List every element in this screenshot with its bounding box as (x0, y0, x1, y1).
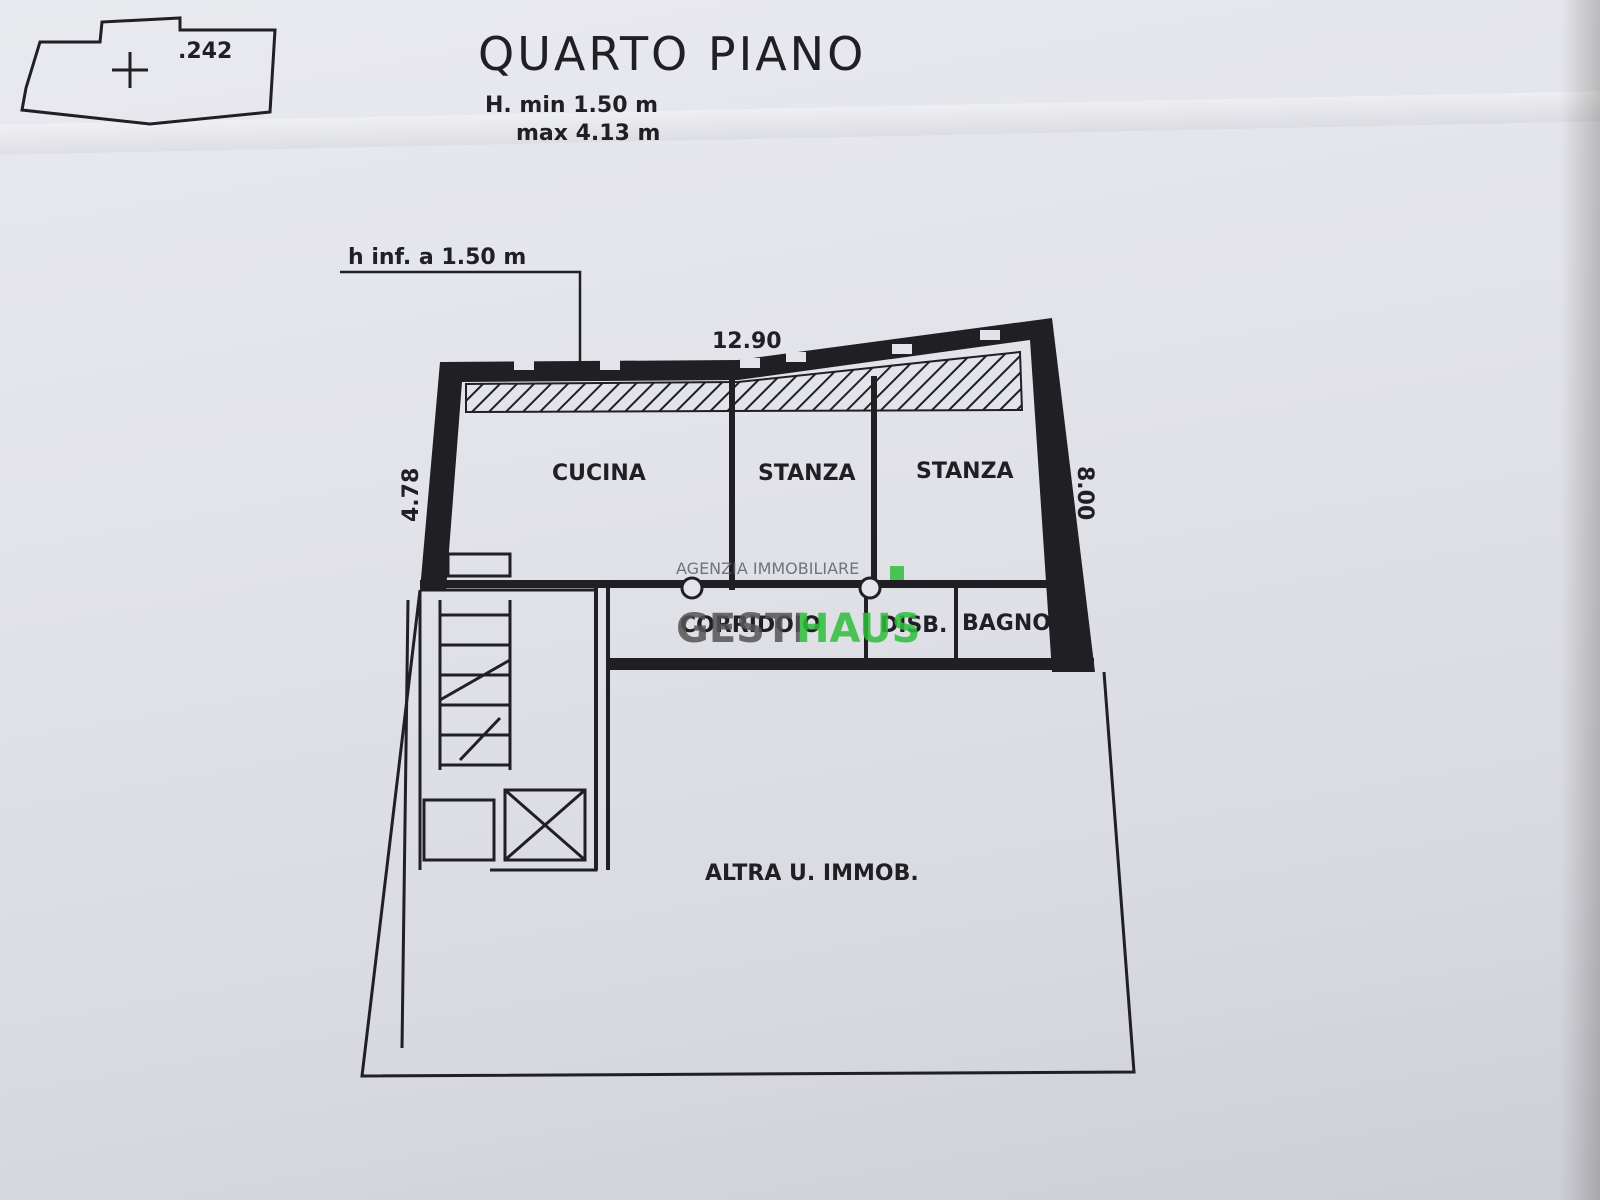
height-min: H. min 1.50 m (485, 93, 658, 118)
room-label-room-2: STANZA (916, 459, 1014, 484)
staircase (418, 552, 598, 872)
watermark-brand-gray: GESTI (676, 606, 807, 652)
agency-watermark: AGENZIA IMMOBILIARE GESTI HAUS (676, 559, 921, 652)
room-label-hall: DISB. (880, 613, 947, 638)
dimension-right-height: 8.00 (1072, 466, 1097, 520)
paper-edge-shadow (1560, 0, 1600, 1200)
key-plan: .242 (20, 16, 277, 126)
leader-line (340, 270, 582, 362)
dimension-left-height: 4.78 (399, 468, 424, 522)
room-label-corridor: CORRIDOIO (680, 613, 821, 638)
room-label-other-unit: ALTRA U. IMMOB. (705, 861, 919, 886)
other-unit-boundary (360, 589, 1136, 1078)
watermark-agency-line: AGENZIA IMMOBILIARE (676, 559, 859, 578)
room-label-room-1: STANZA (758, 461, 856, 486)
key-plan-label: .242 (178, 39, 232, 64)
dimension-top-width: 12.90 (712, 329, 782, 354)
low-height-note: h inf. a 1.50 m (348, 245, 526, 270)
watermark-brand-green: HAUS (796, 606, 921, 652)
room-label-kitchen: CUCINA (552, 461, 646, 486)
height-max: max 4.13 m (516, 121, 660, 146)
plan-title: QUARTO PIANO (478, 27, 866, 81)
room-label-bathroom: BAGNO (962, 611, 1051, 636)
exterior-walls (420, 318, 1095, 672)
watermark-logo-mark (890, 566, 904, 580)
